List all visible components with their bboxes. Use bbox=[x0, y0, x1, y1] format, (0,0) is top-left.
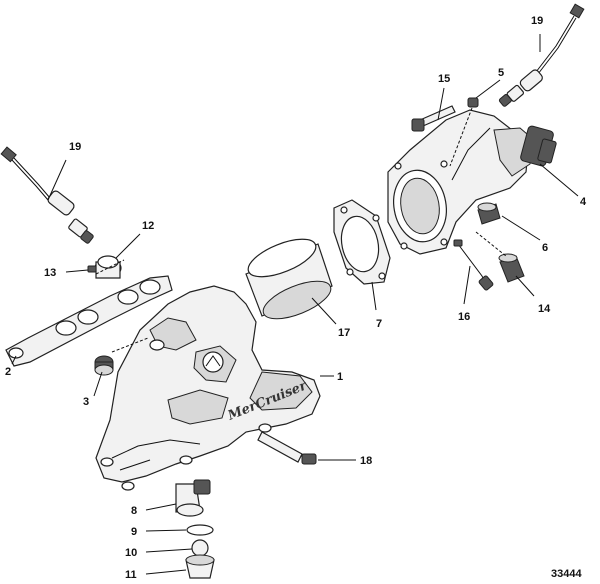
callout-10: 10 bbox=[125, 547, 137, 559]
callout-19-right: 19 bbox=[531, 15, 543, 27]
callout-4: 4 bbox=[580, 196, 587, 208]
bolt-15 bbox=[411, 105, 456, 132]
sleeve-17 bbox=[245, 238, 333, 320]
callout-9: 9 bbox=[131, 526, 137, 538]
oxygen-sensor-left bbox=[0, 146, 94, 244]
callout-19-left: 19 bbox=[69, 141, 81, 153]
callout-1: 1 bbox=[337, 371, 343, 383]
callout-7: 7 bbox=[376, 318, 382, 330]
callout-17: 17 bbox=[338, 327, 350, 339]
callout-5: 5 bbox=[498, 67, 504, 79]
temperature-sensor-16 bbox=[453, 239, 494, 291]
callout-11: 11 bbox=[125, 569, 137, 581]
callout-3: 3 bbox=[83, 396, 89, 408]
callout-12: 12 bbox=[142, 220, 154, 232]
callout-8: 8 bbox=[131, 505, 137, 517]
leader-lines bbox=[11, 34, 579, 575]
callout-18: 18 bbox=[360, 455, 372, 467]
elbow-fitting-8 bbox=[175, 479, 211, 517]
fitting-cap-11 bbox=[185, 554, 215, 579]
bolt-18 bbox=[257, 431, 317, 465]
plug-13 bbox=[87, 265, 97, 273]
plug-5 bbox=[467, 97, 479, 108]
callout-15: 15 bbox=[438, 73, 450, 85]
o-ring-9 bbox=[186, 524, 214, 536]
ball-10 bbox=[191, 539, 209, 557]
oxygen-sensor-right bbox=[498, 3, 585, 107]
callout-6: 6 bbox=[542, 242, 548, 254]
cap-6 bbox=[477, 202, 501, 225]
callout-numbers: 1 2 3 4 5 6 7 8 9 10 11 12 13 14 15 16 1… bbox=[5, 15, 587, 581]
exhaust-manifold-1: MerCruiser bbox=[95, 285, 321, 491]
figure-number: 33444 bbox=[551, 568, 582, 580]
exhaust-elbow-4 bbox=[387, 109, 557, 255]
elbow-gasket-7 bbox=[333, 199, 391, 285]
callout-16: 16 bbox=[458, 311, 470, 323]
callout-14: 14 bbox=[538, 303, 551, 315]
nut-3 bbox=[94, 355, 114, 376]
callout-2: 2 bbox=[5, 366, 11, 378]
manifold-gasket-2 bbox=[5, 275, 173, 367]
sensor-boss-12 bbox=[94, 255, 122, 279]
callout-13: 13 bbox=[44, 267, 56, 279]
cap-14 bbox=[498, 253, 525, 283]
